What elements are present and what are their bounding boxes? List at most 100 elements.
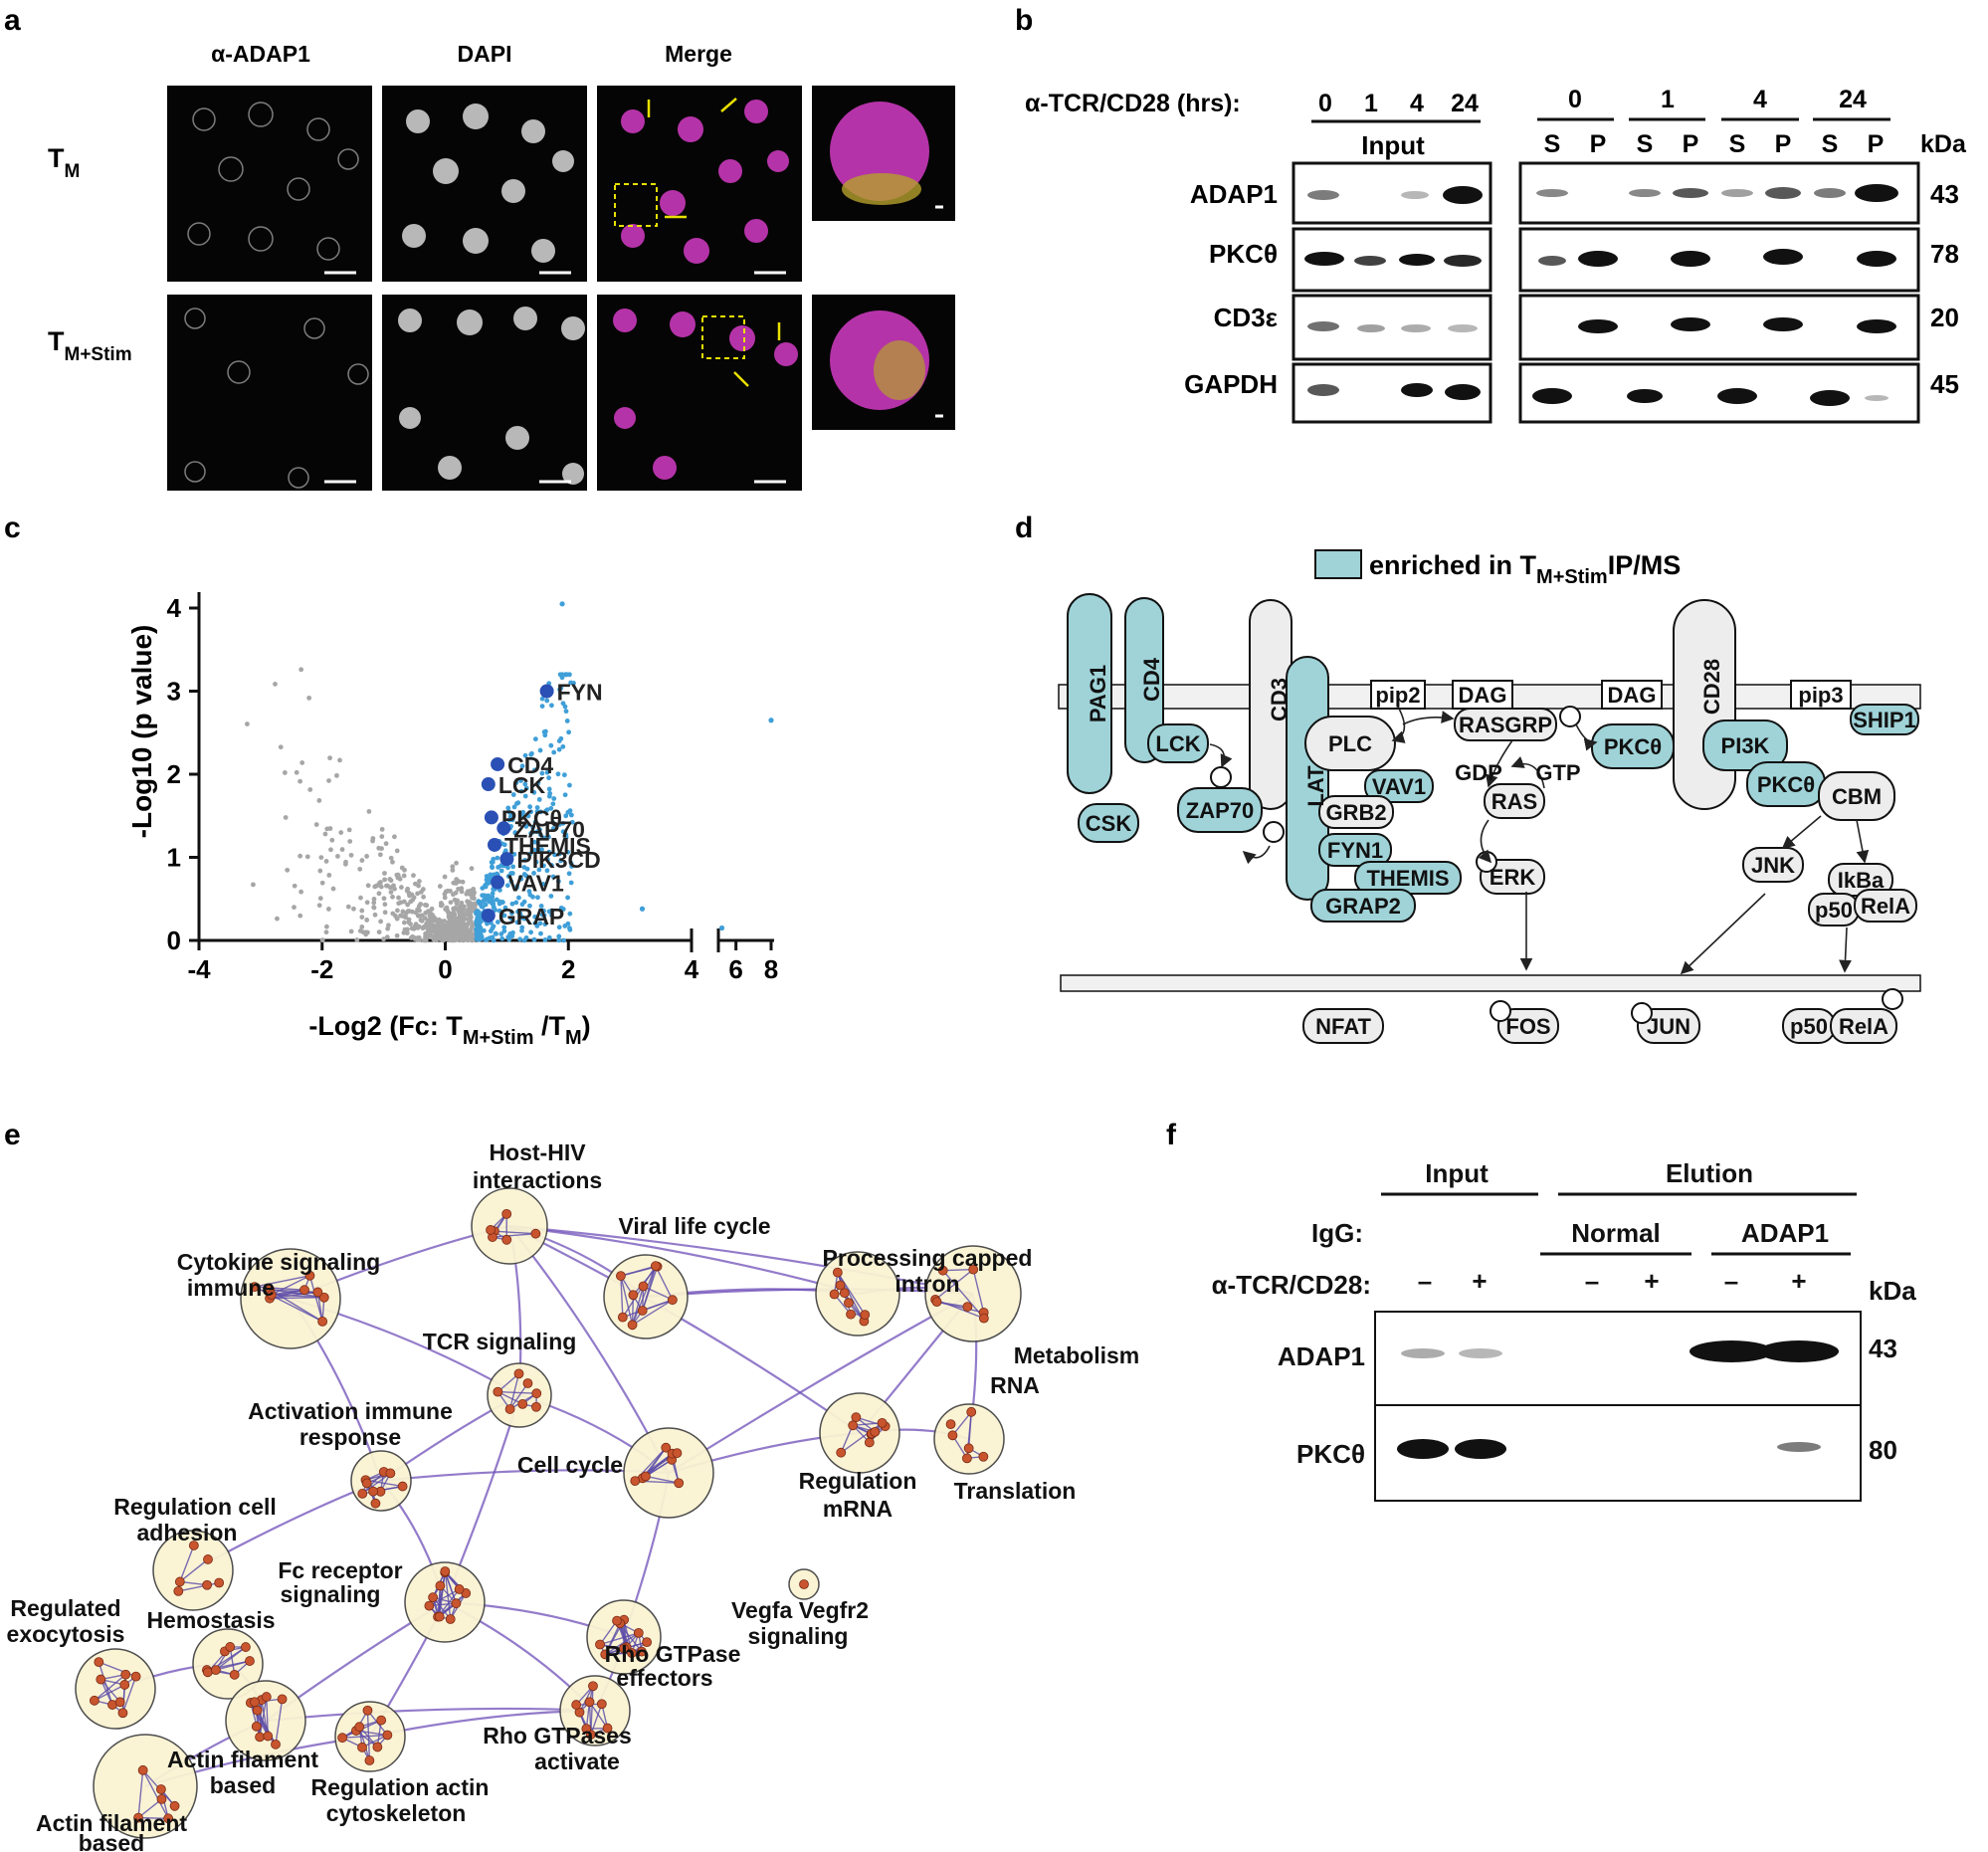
cluster-node <box>600 1649 611 1660</box>
data-point-enriched <box>532 847 537 853</box>
cluster-node <box>978 1451 989 1462</box>
data-point-enriched <box>488 896 494 902</box>
data-point-enriched <box>550 820 556 825</box>
data-point <box>298 853 303 859</box>
sp-label-p-24: P <box>1868 130 1885 158</box>
data-point-cd4 <box>491 756 505 771</box>
data-point <box>466 907 472 913</box>
data-point-enriched <box>490 865 496 871</box>
data-point <box>323 924 329 929</box>
data-point <box>325 907 331 912</box>
data-point <box>449 926 454 932</box>
label-cd4: CD4 <box>1139 657 1164 702</box>
data-point-enriched <box>536 796 542 802</box>
data-point <box>470 895 475 901</box>
cluster-edge <box>642 1265 657 1312</box>
data-point <box>326 873 332 878</box>
point-label-pkcθ: PKCθ <box>501 805 562 831</box>
data-point-enriched <box>509 871 515 876</box>
cluster-edge <box>632 1299 674 1326</box>
data-point-enriched <box>555 771 561 777</box>
data-point <box>456 925 462 930</box>
data-point-enriched <box>558 858 564 864</box>
protein-f-adap1: ADAP1 <box>1278 1341 1365 1371</box>
cluster-edge <box>590 1704 603 1736</box>
data-point <box>351 906 356 912</box>
node-rela2 <box>1830 1008 1897 1044</box>
y-axis-label: -Log10 (p value) <box>126 625 157 839</box>
data-point-enriched <box>498 931 504 936</box>
cluster-edge <box>275 1699 284 1745</box>
cluster-edge <box>138 1816 169 1819</box>
cluster-edge <box>509 1382 529 1410</box>
sign-6: + <box>1791 1266 1806 1296</box>
data-point-enriched <box>526 889 532 895</box>
cluster-edge <box>620 1265 657 1277</box>
cluster-node <box>277 1694 288 1705</box>
data-point <box>306 695 312 701</box>
data-point-enriched <box>531 871 536 876</box>
data-point <box>338 830 344 835</box>
data-point <box>469 866 475 872</box>
data-point-enriched <box>541 835 547 841</box>
data-point-enriched <box>532 819 538 825</box>
y-tick-label-0: 0 <box>167 926 181 955</box>
data-point-enriched <box>556 933 562 939</box>
data-point-enriched <box>497 908 502 914</box>
cluster-edge <box>137 1769 144 1818</box>
cluster-circle <box>623 1427 714 1519</box>
cluster-node <box>667 1295 678 1306</box>
node-ship1 <box>1850 704 1919 735</box>
data-point-enriched <box>533 859 539 865</box>
data-point <box>357 866 363 872</box>
data-point <box>382 902 388 908</box>
data-point <box>382 910 388 916</box>
data-point <box>294 769 299 775</box>
cluster-edge <box>643 1285 674 1301</box>
data-point-enriched <box>560 829 566 835</box>
cluster-node <box>931 1297 942 1308</box>
data-point <box>334 772 339 778</box>
cluster-label-host-hiv-1: Host-HIV <box>489 1139 586 1165</box>
data-point-enriched <box>518 778 523 783</box>
data-point-enriched <box>556 925 562 930</box>
data-point-enriched <box>502 905 508 911</box>
data-point-enriched <box>531 839 537 845</box>
data-point-grap <box>481 908 496 923</box>
data-point-enriched <box>494 930 499 936</box>
data-point-enriched <box>564 672 570 678</box>
data-point-enriched <box>560 907 566 912</box>
data-point <box>348 852 354 858</box>
data-point-enriched <box>513 780 519 785</box>
cluster-edge <box>429 1588 460 1607</box>
cluster-node <box>440 1566 451 1576</box>
cluster-node <box>214 1577 225 1588</box>
network-edge <box>508 1224 974 1296</box>
data-point-enriched <box>567 782 572 788</box>
cluster-edge <box>972 1269 985 1314</box>
data-point-enriched <box>551 749 557 755</box>
data-point-enriched <box>509 901 515 907</box>
sign-1: – <box>1418 1266 1432 1296</box>
cluster-edge <box>645 1459 673 1478</box>
data-point-enriched <box>505 805 511 811</box>
data-point-enriched <box>519 763 525 769</box>
data-point-enriched <box>483 937 489 942</box>
data-point-enriched <box>530 829 536 835</box>
panel-a-label: a <box>4 4 21 37</box>
cluster-label-actin-2a: Actin filament <box>36 1810 187 1836</box>
data-point-enriched <box>507 814 513 820</box>
cluster-node <box>397 1481 408 1492</box>
data-point <box>366 809 372 814</box>
data-point-enriched <box>522 793 528 799</box>
data-point-enriched <box>501 928 507 933</box>
panel-c-label: c <box>4 512 21 544</box>
data-point-enriched <box>560 743 566 749</box>
cluster-label-rho-activate-1: Rho GTPases <box>483 1723 632 1749</box>
data-point <box>337 757 342 763</box>
data-point <box>427 921 433 926</box>
data-point-enriched <box>561 937 566 943</box>
data-point <box>388 890 394 895</box>
cluster-label-host-hiv-2: interactions <box>473 1167 602 1193</box>
data-point <box>398 900 404 906</box>
